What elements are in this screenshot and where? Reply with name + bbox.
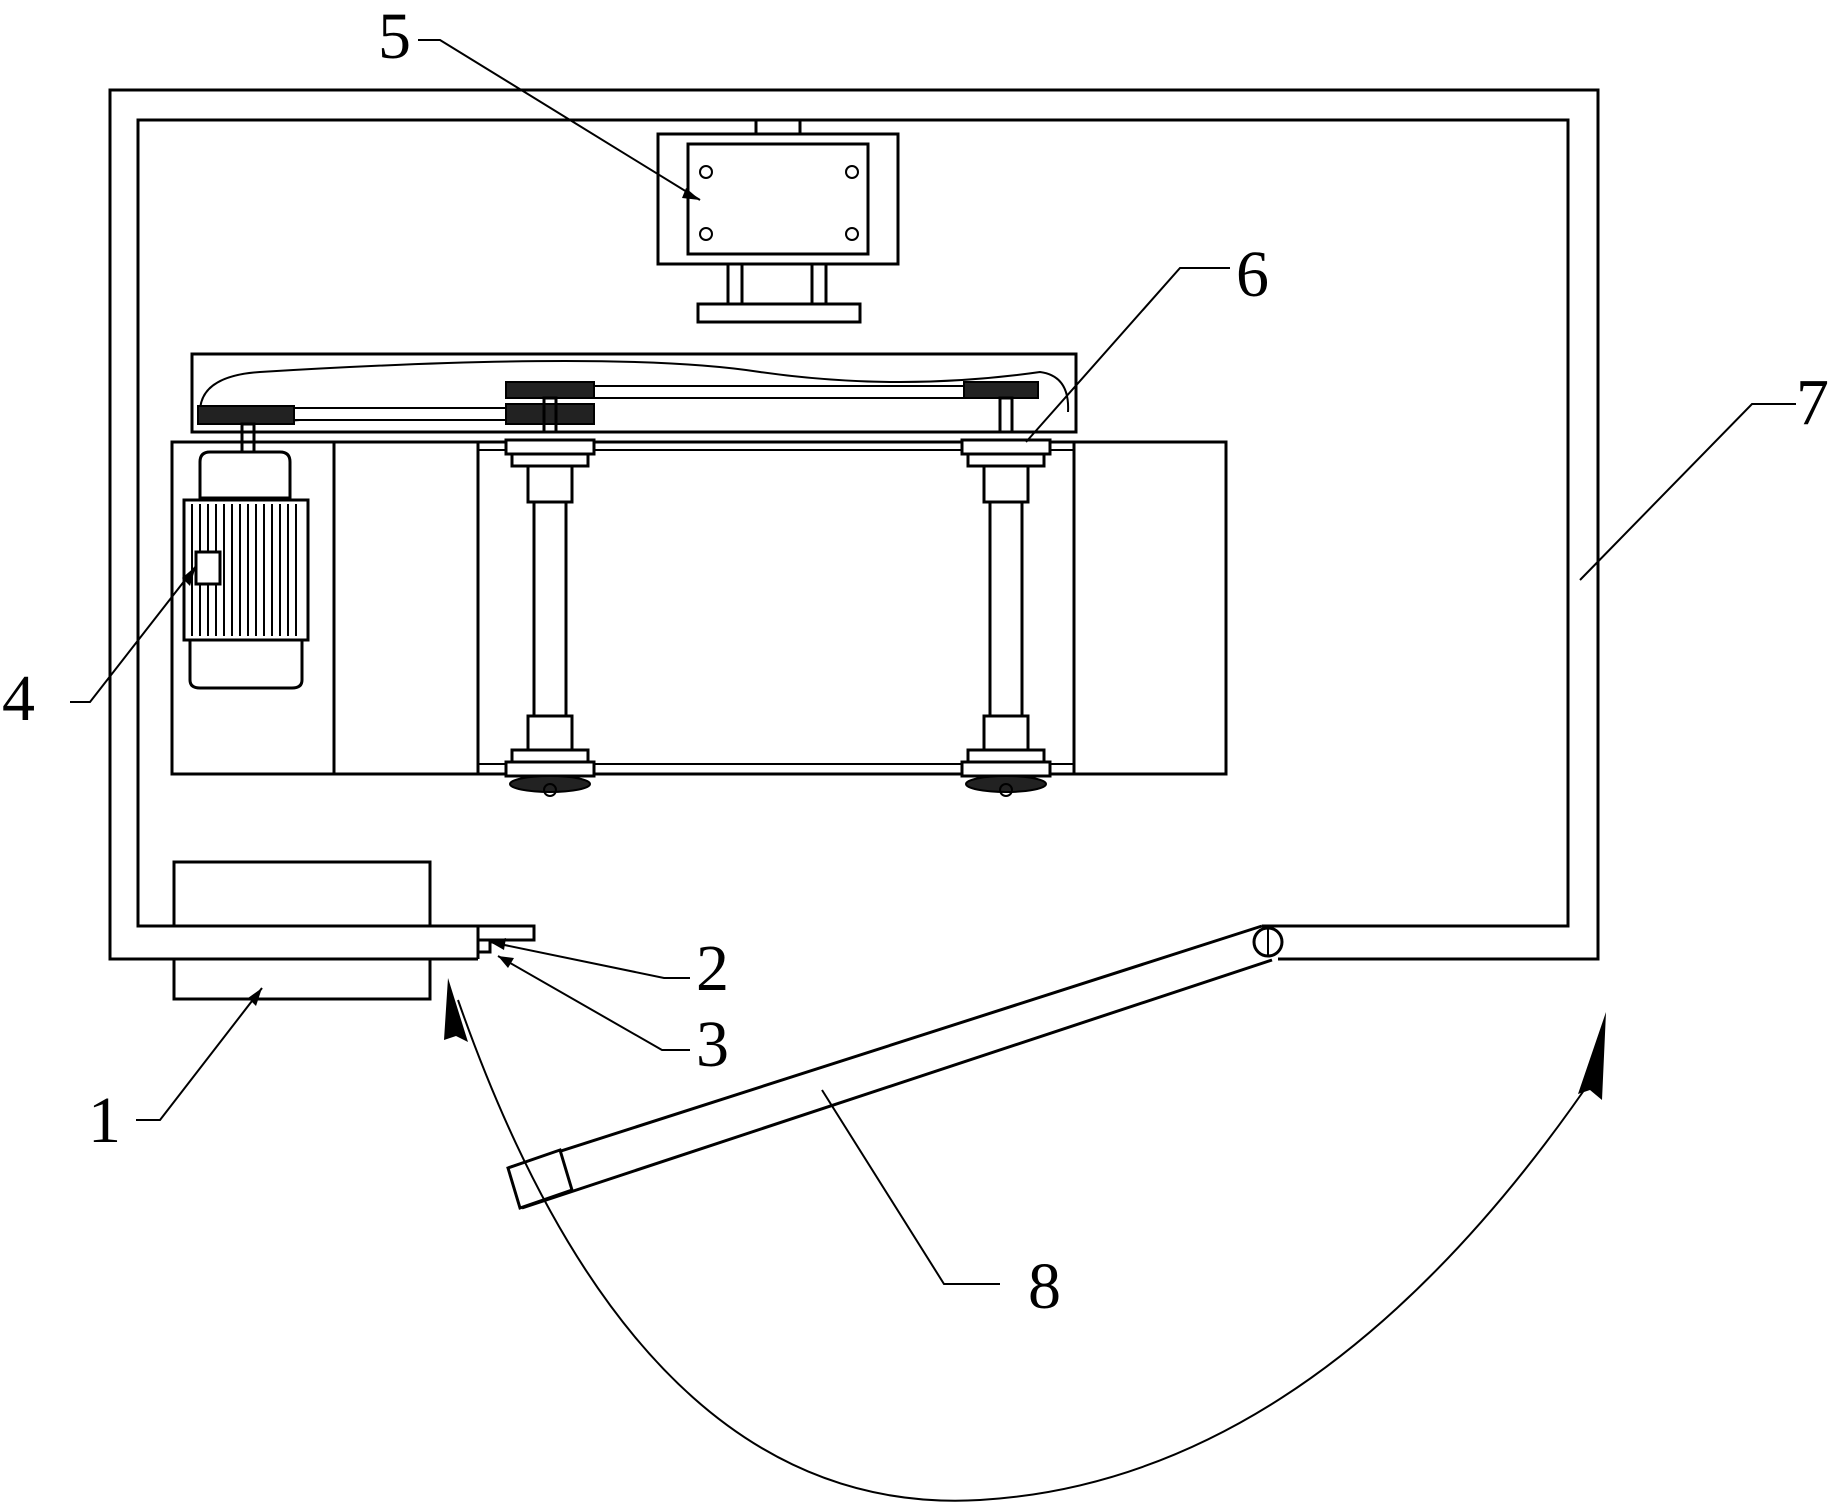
label-6: 6 xyxy=(1236,238,1269,311)
label-1: 1 xyxy=(88,1084,121,1157)
motor xyxy=(170,440,336,776)
label-2: 2 xyxy=(696,932,729,1005)
label-3: 3 xyxy=(696,1008,729,1081)
top-mounted-unit xyxy=(656,118,900,324)
label-5: 5 xyxy=(378,0,411,73)
belt-drive-housing xyxy=(190,352,1078,454)
label-7: 7 xyxy=(1796,366,1829,439)
door-arm xyxy=(506,924,1284,1210)
latch xyxy=(476,924,536,954)
label-4: 4 xyxy=(2,662,35,735)
rotation-arc xyxy=(444,978,1606,1502)
roller-rack xyxy=(332,438,1228,797)
leader-lines xyxy=(70,39,1796,1285)
bottom-block xyxy=(172,860,432,1001)
callout-labels: 1 2 3 4 5 6 7 8 xyxy=(2,0,1829,1323)
label-8: 8 xyxy=(1028,1250,1061,1323)
